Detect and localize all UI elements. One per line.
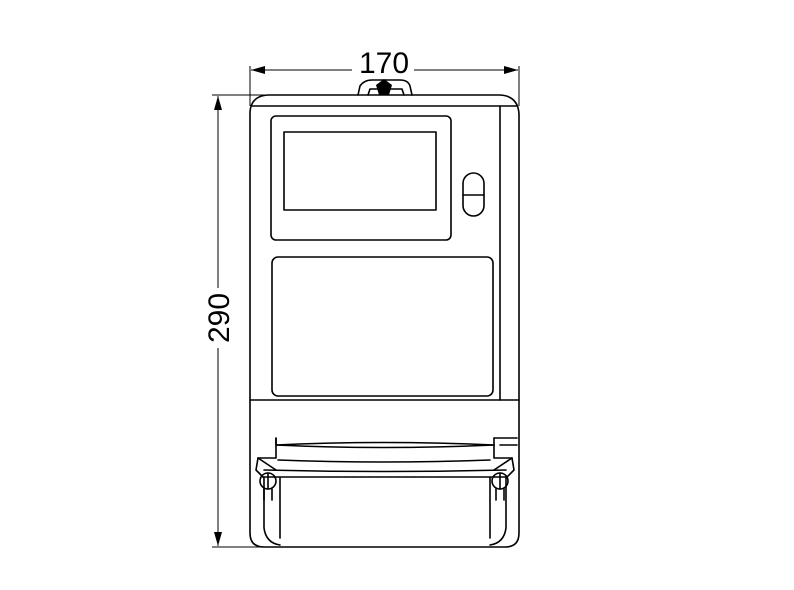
- left-screw: [259, 472, 277, 501]
- terminal-cover-flap: [279, 477, 491, 539]
- terminal-right-side: [489, 444, 515, 546]
- height-dimension: 290: [203, 94, 330, 548]
- seal-screw: [376, 79, 392, 95]
- terminal-cover-top: [275, 437, 495, 446]
- terminal-right-chamfer: [493, 457, 513, 471]
- terminal-cover-curve-3: [263, 469, 507, 473]
- right-screw: [491, 472, 509, 501]
- height-arrow-top: [214, 96, 222, 110]
- nameplate-panel: [271, 256, 494, 397]
- height-dimension-label: 290: [203, 293, 236, 343]
- width-arrow-right: [504, 66, 518, 74]
- width-dimension-label: 170: [359, 47, 409, 80]
- height-arrow-bottom: [214, 532, 222, 546]
- terminal-cover-curve-1: [275, 444, 495, 449]
- width-dimension: 170: [249, 47, 520, 106]
- meter-body: [249, 79, 520, 548]
- meter-outline: [249, 94, 520, 548]
- top-hanger: [357, 79, 413, 96]
- width-arrow-left: [251, 66, 265, 74]
- terminal-cover-curve-2: [277, 459, 491, 463]
- terminal-left-side: [255, 437, 281, 546]
- display-frame: [270, 115, 452, 241]
- terminal-left-chamfer: [257, 457, 277, 471]
- display-screen: [283, 131, 437, 211]
